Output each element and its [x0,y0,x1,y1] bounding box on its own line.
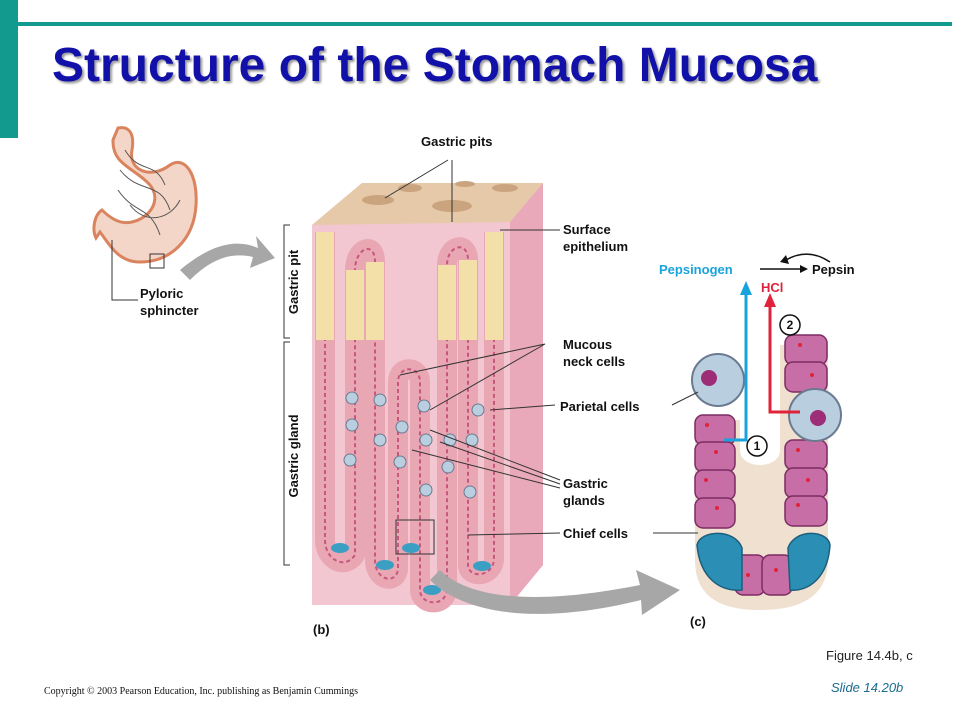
magnify-arrow-c [430,570,680,615]
gastric-glands-label-1: Gastric [563,476,608,491]
pepsinogen-arrow [724,281,752,442]
step-2-number: 2 [787,318,794,332]
figure-reference: Figure 14.4b, c [826,648,913,663]
accent-bar-vertical [0,0,18,138]
gastric-gland-bracket [283,341,290,566]
step-1-marker: 1 [746,435,768,457]
leader-lines-b [384,159,561,536]
step-2-marker: 2 [779,314,801,336]
gastric-pits-label: Gastric pits [421,134,493,149]
pepsin-label: Pepsin [812,262,855,277]
surface-epithelium-label-1: Surface [563,222,611,237]
pyloric-sphincter-label-2: sphincter [140,303,199,318]
hcl-arrow [764,293,800,414]
mucous-neck-label-2: neck cells [563,354,625,369]
slide-number: Slide 14.20b [831,680,904,695]
gastric-pit-bracket [283,224,290,339]
stomach-illustration [92,126,198,301]
panel-b-label: (b) [313,622,330,637]
mucosa-block [312,181,543,613]
surface-epithelium-label-2: epithelium [563,239,628,254]
slide-title: Structure of the Stomach Mucosa [52,39,818,92]
panel-c-label: (c) [690,614,706,629]
accent-bar-horizontal [18,22,952,26]
gastric-gland-side-label: Gastric gland [286,414,301,497]
parietal-cells-label: Parietal cells [560,399,640,414]
chief-cells-label: Chief cells [563,526,628,541]
gastric-pit-side-label: Gastric pit [286,249,301,314]
gastric-glands-label-2: glands [563,493,605,508]
pyloric-sphincter-label-1: Pyloric [140,286,183,301]
copyright-notice: Copyright © 2003 Pearson Education, Inc.… [44,686,358,697]
step-1-number: 1 [754,439,761,453]
hcl-label: HCl [761,280,783,295]
mucous-neck-label-1: Mucous [563,337,612,352]
magnify-arrow-b [180,236,275,280]
pepsinogen-label: Pepsinogen [659,262,733,277]
